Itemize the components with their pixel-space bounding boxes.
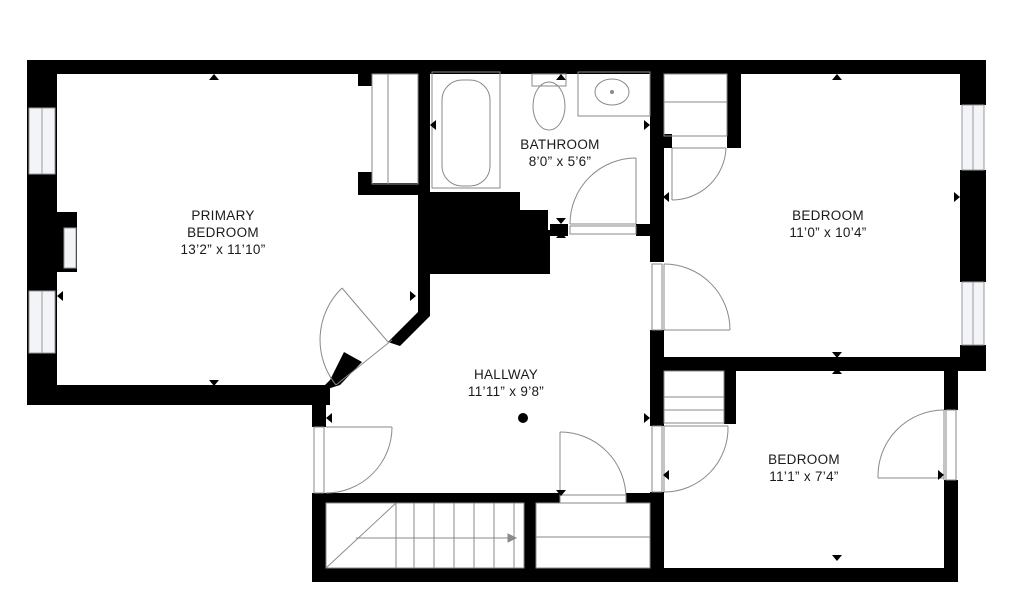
wall-storage-left [524, 493, 536, 582]
wall-closet-bottom-h [358, 183, 428, 195]
bathroom-name: BATHROOM [520, 137, 600, 152]
vanity [577, 71, 651, 117]
bathtub [431, 71, 501, 189]
wall-upper-bed-left [650, 230, 664, 262]
bedroom-lower-dimensions: 11’1” x 7’4” [769, 469, 839, 484]
wall-hall-left-upper [312, 385, 326, 427]
bedroom-upper-dimensions: 11’0” x 10’4” [789, 225, 867, 240]
wall-closet-top-stub [358, 70, 372, 86]
wall-right-bedroom2 [944, 360, 958, 410]
door-swing-hall-left [325, 426, 393, 494]
closet-primary [371, 73, 419, 185]
wall-top-main [418, 60, 986, 74]
windows [28, 104, 985, 354]
measurement-markers [57, 74, 960, 561]
wall-diagonal-upper [388, 272, 430, 346]
wall-bottom [312, 568, 958, 582]
walls [27, 60, 986, 582]
wall-right-bedroom2-low [944, 480, 958, 582]
toilet-bowl [532, 81, 566, 131]
wall-right-upper [960, 60, 986, 105]
bathtub-basin [441, 79, 491, 187]
window-primary-bump [63, 227, 77, 269]
door-swing-bedroom-lower-right [877, 409, 945, 479]
sink [594, 78, 630, 106]
room-label-bathroom: BATHROOM 8’0” x 5’6” [500, 136, 620, 170]
door-swing-bathroom [569, 157, 637, 225]
wall-hall-bottom-left [326, 493, 560, 503]
primary-bedroom-dimensions: 13’2” x 11’10” [180, 242, 266, 257]
wall-closet-upper-right [727, 70, 741, 148]
door-swing-primary [319, 287, 343, 386]
wall-bedrooms-divider [650, 357, 986, 371]
wall-bath-bottom-stub [550, 224, 568, 236]
wall-upper-bed-left2 [650, 330, 664, 426]
bedroom-lower-name: BEDROOM [768, 452, 840, 467]
primary-bedroom-name-line2: BEDROOM [187, 225, 259, 240]
hallway-center-marker [518, 413, 528, 423]
bathroom-dimensions: 8’0” x 5’6” [528, 154, 592, 169]
wall-primary-top [27, 60, 432, 74]
wall-closet-upper-bottom [660, 134, 672, 148]
fixtures [325, 71, 728, 569]
stairs [325, 502, 525, 569]
wall-diagonal-lower [318, 352, 362, 392]
closet-upper-bed [663, 73, 728, 137]
wall-lower-bed-left [650, 492, 664, 582]
wall-right-mid [960, 170, 986, 282]
stairs-arrow [507, 533, 518, 543]
primary-bedroom-name-line1: PRIMARY [191, 208, 255, 223]
wall-primary-bottom [27, 385, 330, 405]
door-swing-storage [559, 431, 627, 499]
hallway-dimensions: 11’11” x 9’8” [467, 384, 545, 399]
room-label-primary-bedroom: PRIMARY BEDROOM 13’2” x 11’10” [148, 207, 298, 258]
room-label-hallway: HALLWAY 11’11” x 9’8” [436, 366, 576, 400]
wall-hall-bottom-right [626, 493, 664, 503]
storage [535, 502, 651, 569]
wall-closet-lower-right [724, 368, 736, 424]
chase-block [418, 192, 550, 274]
door-swing-closet-lower [663, 425, 729, 493]
doors [313, 147, 957, 504]
wall-hall-left-lower [312, 493, 326, 582]
wall-bath-right [650, 60, 664, 236]
door-swing-bedroom-upper [663, 263, 731, 331]
door-swing-closet-upper [671, 147, 727, 201]
room-label-bedroom-upper: BEDROOM 11’0” x 10’4” [758, 207, 898, 241]
bedroom-upper-name: BEDROOM [792, 208, 864, 223]
hallway-name: HALLWAY [473, 367, 539, 382]
room-label-bedroom-lower: BEDROOM 11’1” x 7’4” [734, 451, 874, 485]
